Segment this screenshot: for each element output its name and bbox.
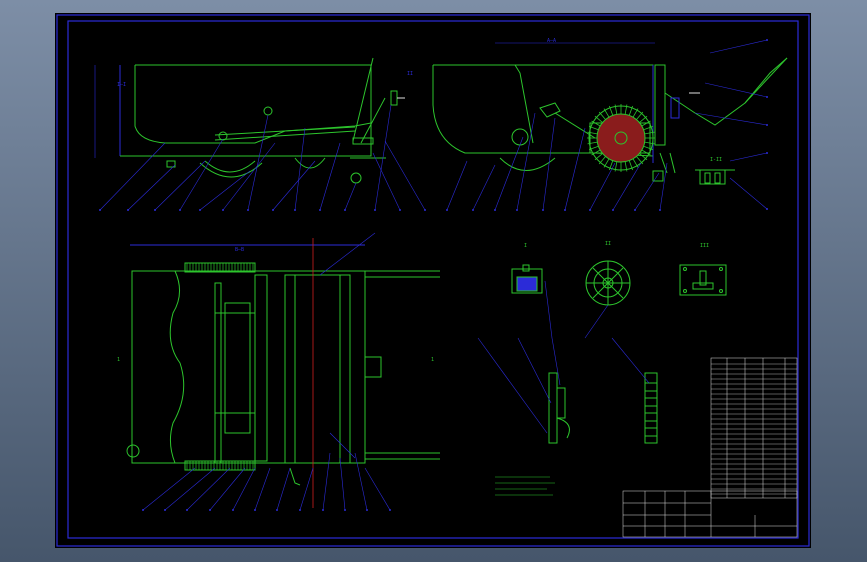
drawing-stroke xyxy=(614,104,618,115)
drawing-stroke xyxy=(588,125,599,131)
bracket-label: I-II xyxy=(710,157,722,163)
drawing-stroke xyxy=(591,120,601,127)
detail-label-c: III xyxy=(700,243,709,249)
drawing-stroke xyxy=(608,160,614,171)
detail-label-b: II xyxy=(605,241,611,247)
section-label: A–A xyxy=(547,38,556,44)
detail-views xyxy=(511,260,727,444)
drawing-stroke xyxy=(641,120,651,127)
brush-wheel xyxy=(588,105,654,171)
brush-bristles xyxy=(587,104,655,172)
drawing-stroke xyxy=(588,145,599,151)
drawing-stroke xyxy=(624,161,628,172)
leader-dots-plan xyxy=(142,509,391,511)
side-view-left xyxy=(119,57,405,184)
drawing-stroke xyxy=(594,153,603,161)
leader-dots-left xyxy=(99,209,426,211)
tech-notes xyxy=(495,476,555,496)
drawing-stroke xyxy=(614,161,618,172)
parts-list xyxy=(710,357,798,499)
title-block xyxy=(622,490,798,538)
leader-lines-plan xyxy=(142,232,391,511)
drawing-stroke xyxy=(643,125,654,131)
drawing-stroke xyxy=(644,131,655,135)
plan-view xyxy=(126,244,440,486)
section-view-right xyxy=(432,57,788,182)
inner-border xyxy=(67,20,799,539)
drawing-stroke xyxy=(587,141,598,145)
detail-leaders xyxy=(477,280,650,434)
gear-strips xyxy=(186,263,254,470)
drawing-stroke xyxy=(598,156,606,165)
plan-side-label-right: 1 xyxy=(431,357,434,363)
side-view-label: I—I xyxy=(117,82,126,88)
drawing-stroke xyxy=(603,158,610,168)
leader-dots-right xyxy=(446,39,768,211)
drawing-stroke xyxy=(632,158,639,168)
drawing-stroke xyxy=(628,105,634,116)
drawing-stroke xyxy=(591,149,601,156)
plan-dim-label: B—B xyxy=(235,247,244,253)
drawing-stroke xyxy=(608,105,614,116)
cad-drawing: I—I II xyxy=(56,14,810,547)
detail-label-a: I xyxy=(524,243,527,249)
drawing-sheet[interactable]: I—I II xyxy=(55,13,811,548)
outer-border xyxy=(56,14,810,547)
drawing-stroke xyxy=(636,156,644,165)
drawing-stroke xyxy=(641,149,651,156)
drawing-stroke xyxy=(624,104,628,115)
drawing-stroke xyxy=(587,131,598,135)
drawing-stroke xyxy=(632,108,639,118)
drawing-stroke xyxy=(603,108,610,118)
plan-side-label-left: 1 xyxy=(117,357,120,363)
bracket-detail xyxy=(695,169,735,185)
leader-lines-right xyxy=(446,39,768,211)
drawing-stroke xyxy=(636,111,644,120)
drawing-stroke xyxy=(628,160,634,171)
drawing-stroke xyxy=(639,115,648,123)
drawing-stroke xyxy=(644,141,655,145)
leader-lines-left xyxy=(99,104,426,211)
drawing-stroke xyxy=(598,111,606,120)
parts-list-rows xyxy=(711,363,797,495)
drawing-stroke xyxy=(639,153,648,161)
dim-label-left: II xyxy=(407,71,413,77)
drawing-stroke xyxy=(643,145,654,151)
drawing-stroke xyxy=(594,115,603,123)
